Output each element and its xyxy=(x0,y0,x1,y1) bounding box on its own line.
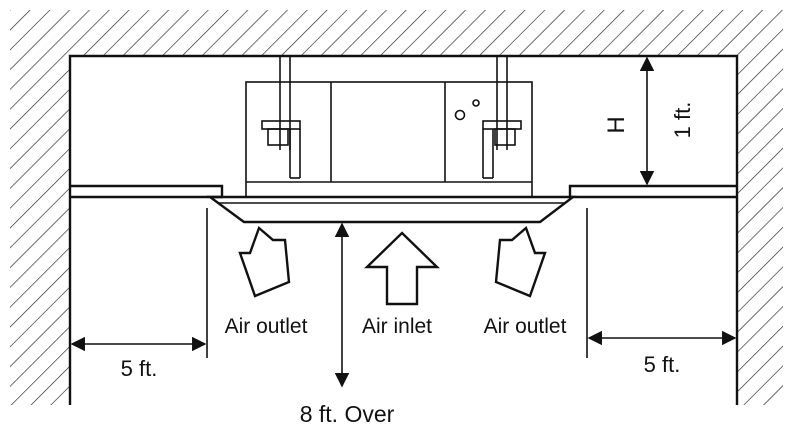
label-unit-height: H xyxy=(603,116,630,133)
label-air-inlet: Air inlet xyxy=(362,315,432,338)
label-clearance-right: 5 ft. xyxy=(644,352,681,377)
decoration-panel xyxy=(206,195,577,224)
indicator-circle xyxy=(454,109,466,121)
label-clearance-left: 5 ft. xyxy=(121,356,158,381)
label-floor-height: 8 ft. Over xyxy=(300,401,395,427)
label-air-outlet-left: Air outlet xyxy=(225,315,308,338)
dimension-clearance-right xyxy=(586,208,737,358)
hatched-structure xyxy=(10,10,783,405)
arrow-down-right-icon xyxy=(494,225,547,298)
cassette-unit xyxy=(245,81,533,198)
hanging-bolt-left xyxy=(261,56,301,179)
ceiling-line xyxy=(70,184,737,199)
label-air-outlet-right: Air outlet xyxy=(484,315,567,338)
indicator-circle-small xyxy=(472,99,480,107)
label-ceiling-space: 1 ft. xyxy=(670,102,695,139)
arrow-down-left-icon xyxy=(238,225,291,298)
arrow-up-icon xyxy=(364,231,440,306)
hanging-bolt-right xyxy=(482,56,522,179)
dimension-clearance-left xyxy=(70,208,208,358)
